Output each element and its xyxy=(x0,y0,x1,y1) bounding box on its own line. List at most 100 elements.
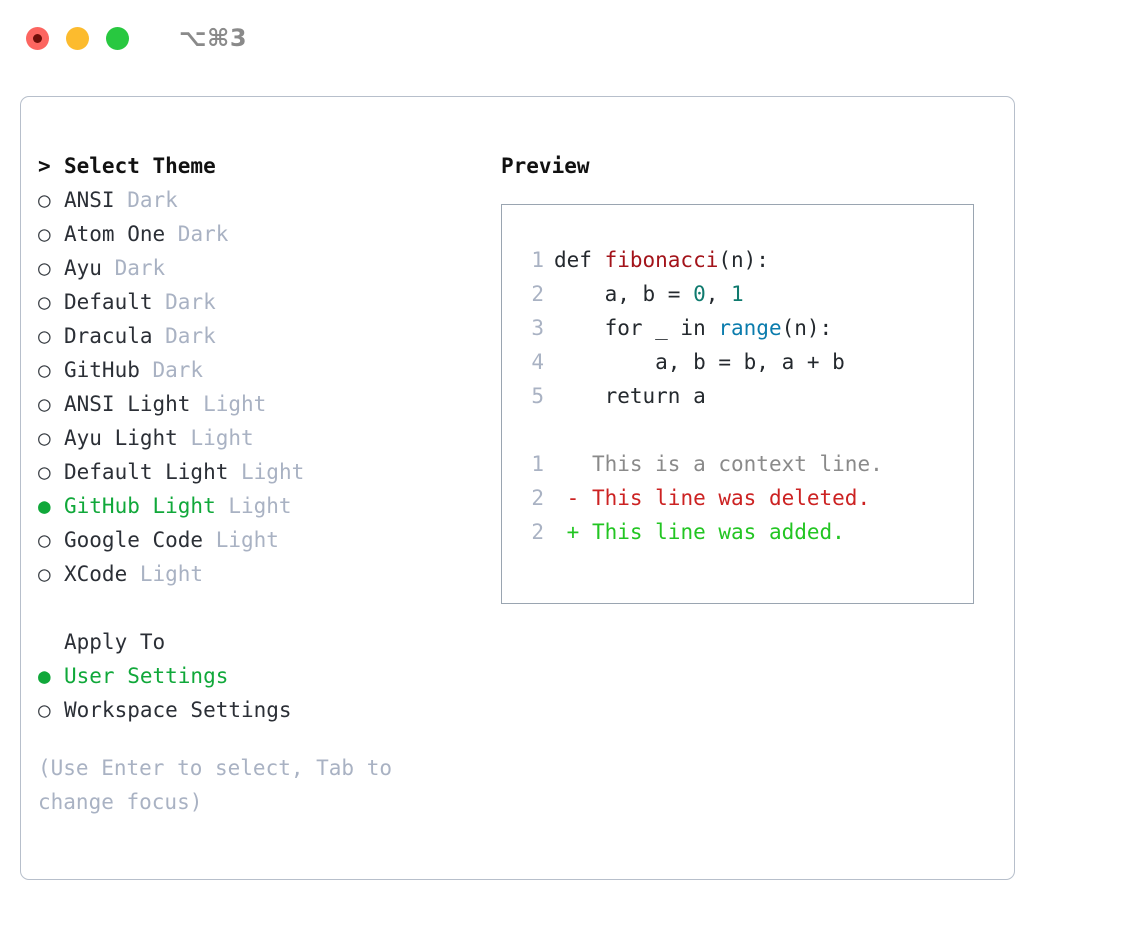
theme-option-label: ANSI xyxy=(64,188,115,212)
code-token: def xyxy=(554,248,605,272)
apply-to-option[interactable]: ○ Workspace Settings xyxy=(38,693,468,727)
theme-option[interactable]: ○Google Code Light xyxy=(38,523,468,557)
radio-empty-icon: ○ xyxy=(38,562,51,586)
code-token: (n): xyxy=(781,316,833,340)
theme-option-label: GitHub xyxy=(64,358,140,382)
code-token: (n): xyxy=(718,248,769,272)
code-line: 2 a, b = 0, 1 xyxy=(514,277,973,311)
apply-to-header: Apply To xyxy=(64,630,166,654)
code-token: 1 xyxy=(731,282,744,306)
theme-variant-tag: Light xyxy=(127,562,204,586)
theme-option[interactable]: ●GitHub Light Light xyxy=(38,489,468,523)
theme-option-label: Ayu Light xyxy=(64,426,178,450)
theme-option-label: Dracula xyxy=(64,324,153,348)
diff-marker xyxy=(554,447,592,481)
radio-empty-icon: ○ xyxy=(38,222,51,246)
radio-empty-icon: ○ xyxy=(38,426,51,450)
code-token: a, b = xyxy=(554,282,694,306)
theme-list: ○ANSI Dark○Atom One Dark○Ayu Dark○Defaul… xyxy=(38,183,468,591)
radio-empty-icon: ○ xyxy=(38,528,51,552)
line-number: 2 xyxy=(531,282,544,306)
theme-option[interactable]: ○Default Light Light xyxy=(38,455,468,489)
title-bar: ⌥⌘3 xyxy=(0,0,1140,76)
code-token: 0 xyxy=(693,282,706,306)
code-token: for _ in xyxy=(554,316,719,340)
theme-option[interactable]: ○ Ayu Dark xyxy=(38,251,468,285)
main-panel: > Select Theme ○ANSI Dark○Atom One Dark○… xyxy=(20,96,1015,880)
theme-option-label: Ayu xyxy=(64,256,102,280)
spacer xyxy=(38,727,468,751)
close-button[interactable] xyxy=(26,26,49,50)
theme-option[interactable]: ○ANSI Dark xyxy=(38,183,468,217)
code-line: 5 return a xyxy=(514,379,973,413)
radio-empty-icon: ○ xyxy=(38,290,51,314)
line-number: 3 xyxy=(531,316,544,340)
diff-line: 1 This is a context line. xyxy=(514,447,973,481)
spacer xyxy=(38,591,468,625)
theme-variant-tag: Dark xyxy=(139,358,204,382)
theme-option[interactable]: ○ XCode Light xyxy=(38,557,468,591)
theme-variant-tag: Dark xyxy=(101,256,166,280)
apply-to-option-label: Workspace Settings xyxy=(64,698,292,722)
minimize-button[interactable] xyxy=(66,26,89,50)
theme-variant-tag: Light xyxy=(228,460,305,484)
diff-sample: 1 This is a context line.2 - This line w… xyxy=(514,447,973,549)
radio-empty-icon: ○ xyxy=(38,324,51,348)
radio-empty-icon: ○ xyxy=(38,358,51,382)
caret-icon: > xyxy=(38,154,51,178)
code-token: range xyxy=(718,316,782,340)
theme-option-label: GitHub Light xyxy=(64,494,216,518)
theme-option[interactable]: ○ ANSI Light Light xyxy=(38,387,468,421)
theme-option-label: ANSI Light xyxy=(64,392,191,416)
code-line: 1 def fibonacci(n): xyxy=(514,243,973,277)
theme-option-label: Google Code xyxy=(64,528,204,552)
theme-option[interactable]: ○ Ayu Light Light xyxy=(38,421,468,455)
theme-option[interactable]: ○ Atom One Dark xyxy=(38,217,468,251)
diff-marker: - xyxy=(554,486,592,510)
theme-picker-column: > Select Theme ○ANSI Dark○Atom One Dark○… xyxy=(38,149,468,819)
code-token: return a xyxy=(554,384,706,408)
line-number: 2 xyxy=(531,520,544,544)
line-number: 1 xyxy=(531,248,544,272)
theme-option[interactable]: ○ Dracula Dark xyxy=(38,319,468,353)
code-token: a, b = b, a + b xyxy=(554,350,845,374)
theme-option[interactable]: ○ Default Dark xyxy=(38,285,468,319)
theme-variant-tag: Dark xyxy=(152,324,216,348)
code-token: , xyxy=(705,282,732,306)
theme-option-label: XCode xyxy=(64,562,128,586)
radio-empty-icon: ○ xyxy=(38,256,51,280)
radio-selected-icon: ● xyxy=(38,494,51,518)
theme-variant-tag: Light xyxy=(177,426,254,450)
spacer xyxy=(514,413,973,447)
radio-empty-icon: ○ xyxy=(38,392,51,416)
theme-variant-tag: Dark xyxy=(152,290,216,314)
diff-text: This line was deleted. xyxy=(591,486,871,510)
shortcut-label: ⌥⌘3 xyxy=(179,24,248,52)
keyboard-hint: (Use Enter to select, Tab to change focu… xyxy=(38,756,393,814)
apply-to-option[interactable]: ● User Settings xyxy=(38,659,468,693)
maximize-button[interactable] xyxy=(106,26,129,50)
theme-option-label: Default xyxy=(64,290,153,314)
theme-variant-tag: Dark xyxy=(165,222,229,246)
apply-to-option-label: User Settings xyxy=(64,664,229,688)
theme-option-label: Default Light xyxy=(64,460,229,484)
radio-empty-icon: ○ xyxy=(38,698,51,722)
diff-marker: + xyxy=(554,520,592,544)
diff-line: 2 - This line was deleted. xyxy=(514,481,973,515)
diff-line: 2 + This line was added. xyxy=(514,515,973,549)
diff-text: This line was added. xyxy=(591,520,845,544)
line-number: 2 xyxy=(531,486,544,510)
theme-picker-title: Select Theme xyxy=(64,154,216,178)
theme-option-label: Atom One xyxy=(64,222,166,246)
apply-to-list: ● User Settings ○ Workspace Settings xyxy=(38,659,468,727)
line-number: 4 xyxy=(531,350,544,374)
theme-option[interactable]: ○ GitHub Dark xyxy=(38,353,468,387)
code-line: 4 a, b = b, a + b xyxy=(514,345,973,379)
radio-selected-icon: ● xyxy=(38,664,51,688)
code-token: fibonacci xyxy=(604,248,719,272)
theme-variant-tag: Dark xyxy=(114,188,178,212)
code-line: 3 for _ in range(n): xyxy=(514,311,973,345)
theme-variant-tag: Light xyxy=(190,392,267,416)
